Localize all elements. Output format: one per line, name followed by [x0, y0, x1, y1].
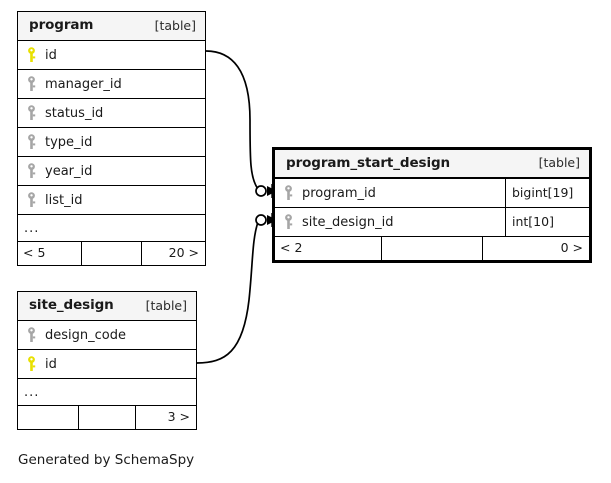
column-name: type_id [45, 134, 93, 150]
table-footer: < 5 20 > [18, 242, 205, 265]
footer-middle-cell [77, 406, 136, 429]
key-icon [28, 327, 36, 342]
column-cell: design_code [18, 327, 196, 343]
table-row[interactable]: year_id [18, 157, 205, 186]
table-header-site-design: site_design [table] [18, 292, 196, 321]
key-icon [28, 134, 36, 149]
footer-parents-count[interactable] [18, 406, 78, 429]
relationship-program-to-program-start-design [205, 50, 277, 198]
column-cell: id [18, 47, 205, 63]
column-cell: year_id [18, 163, 205, 179]
column-name: id [45, 356, 57, 372]
table-row[interactable]: site_design_id int[10] [275, 208, 589, 237]
table-program[interactable]: program [table] id [17, 11, 206, 266]
key-icon [285, 185, 293, 200]
column-name: status_id [45, 105, 104, 121]
column-type: int[10] [505, 208, 589, 236]
table-row[interactable]: id [18, 350, 196, 379]
column-cell: status_id [18, 105, 205, 121]
key-icon [28, 356, 36, 371]
table-site-design[interactable]: site_design [table] design_code [17, 291, 197, 430]
key-icon [28, 192, 36, 207]
table-row[interactable]: status_id [18, 99, 205, 128]
key-icon [28, 47, 36, 62]
column-name: program_id [302, 185, 376, 201]
table-kind-label: [table] [538, 155, 580, 171]
table-row[interactable]: manager_id [18, 70, 205, 99]
column-cell: type_id [18, 134, 205, 150]
table-row[interactable]: type_id [18, 128, 205, 157]
table-row[interactable]: list_id [18, 186, 205, 215]
footer-children-count[interactable]: 3 > [135, 406, 196, 429]
column-cell: manager_id [18, 76, 205, 92]
column-type: bigint[19] [505, 179, 589, 207]
footer-children-count[interactable]: 20 > [141, 242, 205, 265]
table-row[interactable]: design_code [18, 321, 196, 350]
relationship-site-design-to-program-start-design [196, 213, 277, 364]
table-header-program-start-design: program_start_design [table] [275, 150, 589, 179]
column-name: list_id [45, 192, 83, 208]
table-header-program: program [table] [18, 12, 205, 41]
table-row[interactable]: id [18, 41, 205, 70]
table-kind-label: [table] [145, 297, 187, 313]
table-title: program [29, 17, 94, 34]
column-name: id [45, 47, 57, 63]
table-footer: < 2 0 > [275, 237, 589, 260]
footer-middle-cell [380, 237, 483, 260]
column-cell: list_id [18, 192, 205, 208]
table-title: site_design [29, 297, 114, 314]
column-name: site_design_id [302, 214, 394, 230]
footer-parents-count[interactable]: < 2 [280, 240, 303, 256]
key-icon [28, 163, 36, 178]
column-name: design_code [45, 327, 126, 343]
column-cell: site_design_id [275, 214, 505, 230]
column-cell: program_id [275, 185, 505, 201]
footer-middle-cell [80, 242, 142, 265]
table-title: program_start_design [286, 154, 451, 171]
table-program-start-design[interactable]: program_start_design [table] program_id … [272, 147, 592, 263]
key-icon [28, 105, 36, 120]
table-footer: 3 > [18, 406, 196, 429]
table-row[interactable]: program_id bigint[19] [275, 179, 589, 208]
column-name: year_id [45, 163, 93, 179]
more-columns-indicator: ... [18, 215, 205, 242]
footer-children-count[interactable]: 0 > [482, 237, 589, 260]
column-cell: id [18, 356, 196, 372]
column-name: manager_id [45, 76, 122, 92]
footer-parents-count[interactable]: < 5 [23, 245, 46, 261]
key-icon [285, 214, 293, 229]
generated-by-caption: Generated by SchemaSpy [18, 452, 195, 468]
more-columns-indicator: ... [18, 379, 196, 406]
table-kind-label: [table] [154, 17, 196, 33]
key-icon [28, 76, 36, 91]
